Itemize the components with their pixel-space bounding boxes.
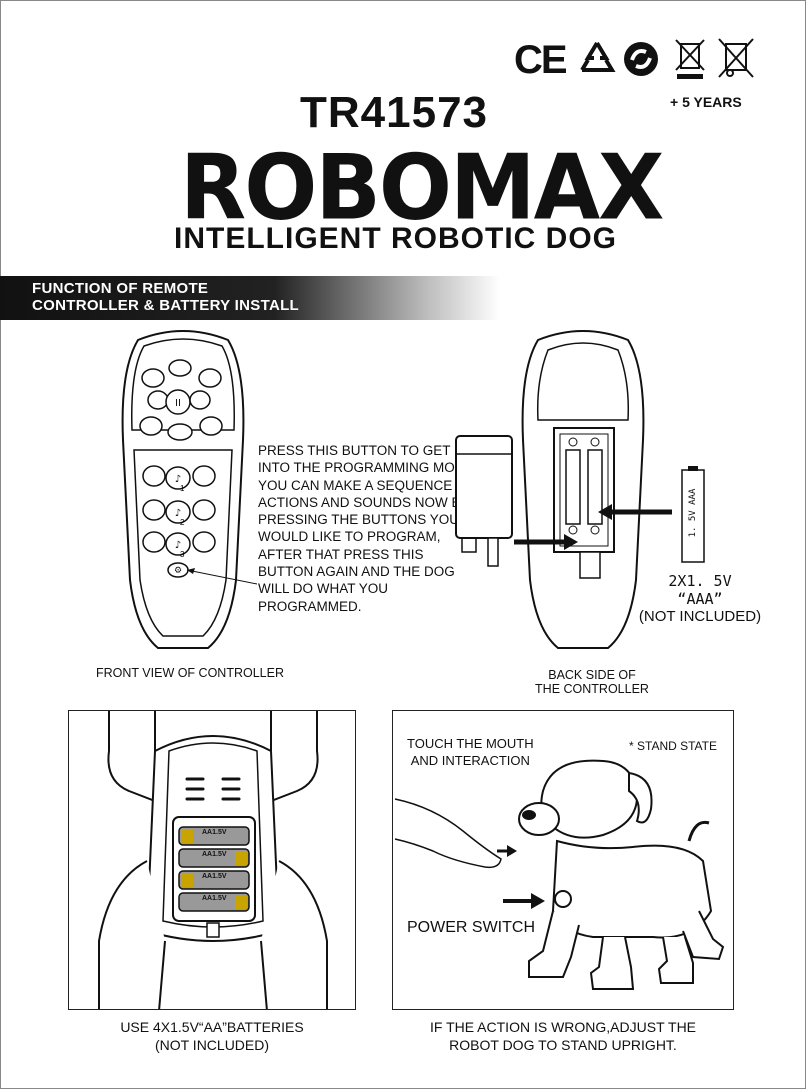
svg-text:♪: ♪ [175,540,181,551]
touch-mouth-line-1: TOUCH THE MOUTH [407,736,534,751]
button-number-1: 1 [180,484,185,493]
stand-state-note: * STAND STATE [629,739,718,753]
dog-stand-caption-2: ROBOT DOG TO STAND UPRIGHT. [449,1037,677,1053]
aaa-battery-cell-label: 1. 5V AAA [688,488,698,538]
back-view-label-2: THE CONTROLLER [535,682,649,696]
back-view-label-1: BACK SIDE OF [548,668,636,682]
programming-instructions: PRESS THIS BUTTON TO GET INTO THE PROGRA… [258,443,478,614]
power-switch-label: POWER SWITCH [407,919,535,936]
product-subtitle: INTELLIGENT ROBOTIC DOG [174,222,617,255]
robot-dog-illustration [394,759,725,990]
back-view-label: BACK SIDE OF THE CONTROLLER [500,668,684,696]
banner-line-1: FUNCTION OF REMOTE [32,280,209,297]
svg-text:♪: ♪ [175,474,181,485]
weee-bin-icon-2 [718,38,754,78]
dog-battery-caption: USE 4X1.5V“AA”BATTERIES (NOT INCLUDED) [68,1018,356,1054]
battery-cover-illustration [455,435,513,567]
weee-bin-icon [675,39,705,79]
section-banner-text: FUNCTION OF REMOTE CONTROLLER & BATTERY … [32,280,299,314]
section-banner [0,276,500,320]
dog-back-illustration [98,711,328,1009]
controller-button-numbers: 1 2 3 [180,484,185,559]
touch-mouth-text: TOUCH THE MOUTH AND INTERACTION [407,735,534,769]
aaa-battery-note: 2X1. 5V “AAA” (NOT INCLUDED) [636,572,764,625]
controller-back-illustration [521,330,645,649]
svg-text:II: II [175,398,181,409]
age-rating: + 5 YEARS [670,94,742,110]
aa-cell-label-3: AA1.5V [202,873,227,880]
aaa-battery-type: “AAA” [677,590,723,608]
controller-front-illustration: II ♪ ♪ ♪ ⚙ [121,330,245,649]
aa-cell-label-1: AA1.5V [202,829,227,836]
button-number-2: 2 [180,518,185,527]
aa-cell-label-2: AA1.5V [202,851,227,858]
dog-stand-caption: IF THE ACTION IS WRONG,ADJUST THE ROBOT … [392,1018,734,1054]
insert-arrows [514,504,672,550]
aaa-battery-qty: 2X1. 5V [668,572,732,590]
svg-text:♪: ♪ [175,508,181,519]
button-number-3: 3 [180,550,185,559]
aaa-battery-icon [681,466,705,563]
brand-logo: ROBOMAX [180,135,664,241]
front-view-label: FRONT VIEW OF CONTROLLER [96,666,284,680]
dog-stand-panel: TOUCH THE MOUTH AND INTERACTION * STAND … [392,710,734,1010]
banner-line-2: CONTROLLER & BATTERY INSTALL [32,297,299,314]
program-button-pointer [186,568,258,585]
touch-mouth-line-2: AND INTERACTION [410,753,530,768]
recycle-icon [580,41,616,72]
dog-battery-panel: AA1.5V AA1.5V AA1.5V AA1.5V [68,710,356,1010]
model-number: TR41573 [300,88,489,137]
green-dot-icon [624,42,658,76]
dog-battery-caption-1: USE 4X1.5V“AA”BATTERIES [120,1019,304,1035]
svg-text:⚙: ⚙ [174,566,182,576]
aaa-not-included: (NOT INCLUDED) [638,608,762,625]
aa-cell-label-4: AA1.5V [202,895,227,902]
ce-mark-icon: CE [514,38,568,82]
dog-stand-caption-1: IF THE ACTION IS WRONG,ADJUST THE [429,1019,697,1035]
dog-battery-caption-2: (NOT INCLUDED) [154,1037,270,1053]
